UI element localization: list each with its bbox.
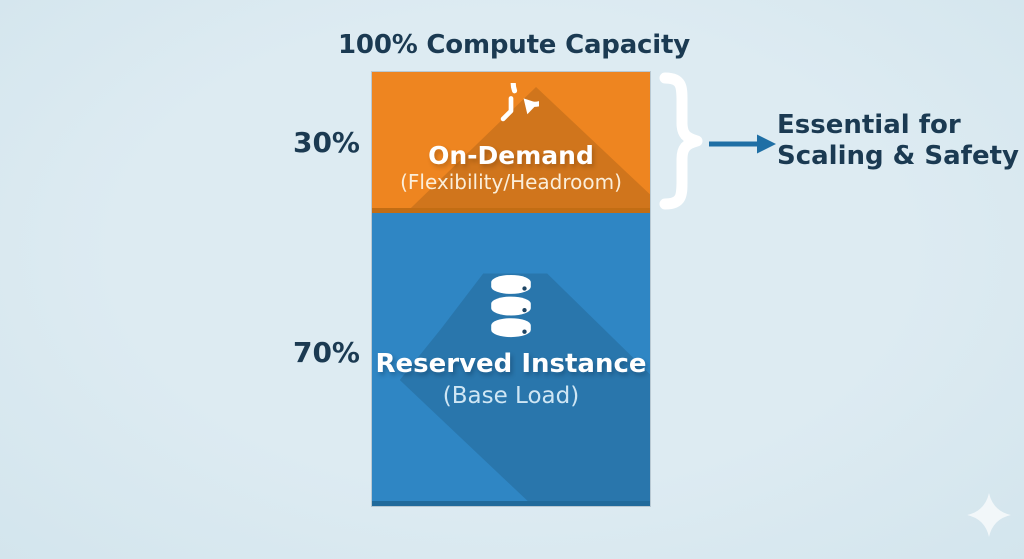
annotation-text: Essential for Scaling & Safety bbox=[777, 110, 1019, 172]
arrow-right-icon bbox=[706, 130, 778, 162]
clock-history-icon bbox=[483, 72, 557, 139]
annotation-line-2: Scaling & Safety bbox=[777, 141, 1019, 172]
curly-brace bbox=[656, 71, 706, 215]
database-icon bbox=[484, 275, 538, 338]
stacked-capacity-bar: On-Demand (Flexibility/Headroom) bbox=[372, 72, 650, 506]
diagram-title: 100% Compute Capacity bbox=[338, 30, 690, 60]
segment-sublabel: (Base Load) bbox=[442, 382, 580, 409]
segment-sublabel: (Flexibility/Headroom) bbox=[400, 169, 622, 194]
sparkle-icon bbox=[966, 492, 1012, 542]
segment-on-demand: On-Demand (Flexibility/Headroom) bbox=[372, 72, 650, 213]
percent-label-reserved: 70% bbox=[292, 336, 360, 369]
segment-reserved-instance: Reserved Instance (Base Load) bbox=[372, 213, 650, 506]
percent-label-on-demand: 30% bbox=[292, 126, 360, 159]
segment-label: Reserved Instance bbox=[375, 349, 647, 379]
annotation-line-1: Essential for bbox=[777, 110, 961, 140]
segment-label: On-Demand bbox=[428, 141, 594, 170]
